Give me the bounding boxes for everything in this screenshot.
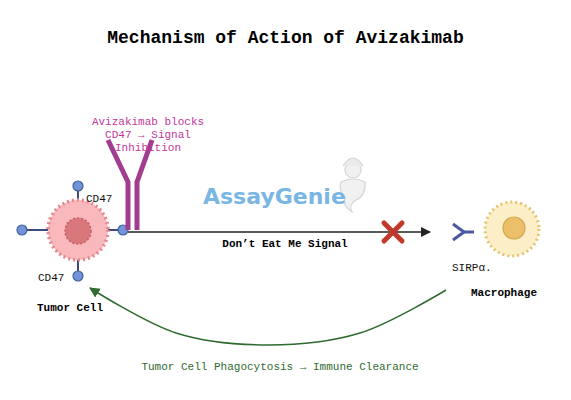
macrophage-body (485, 202, 539, 256)
cd47-receptor (17, 225, 27, 235)
macrophage-symbol (485, 202, 539, 256)
watermark: AssayGenie (203, 184, 346, 210)
tumor-cell-body (48, 200, 108, 260)
connector-arrow (90, 288, 446, 345)
edge-label: Don’t Eat Me Signal (185, 238, 385, 251)
tumor-cell-symbol (17, 181, 128, 281)
tumor-nucleus (65, 218, 91, 244)
sirpa-fork (453, 224, 464, 240)
cd47-stalk (24, 229, 49, 231)
edge-label: Tumor Cell Phagocytosis → Immune Clearan… (80, 361, 480, 374)
block-cross (384, 223, 402, 241)
antibody-note: Avizakimab blocks CD47 → Signal Inhibiti… (88, 116, 208, 155)
cell-label: Macrophage (464, 287, 544, 300)
connector-arrow (128, 231, 430, 233)
receptor-label: CD47 (86, 193, 112, 206)
connector-layer (90, 232, 446, 345)
sirpa-stalk (464, 231, 474, 234)
sirpa-receptor-symbol (453, 224, 474, 240)
cell-label: Tumor Cell (20, 302, 120, 315)
cross-stroke (384, 223, 402, 241)
genie-turban (343, 158, 363, 166)
cross-stroke (384, 223, 402, 241)
cd47-receptor (73, 181, 83, 191)
macrophage-node: Macrophage (430, 195, 548, 290)
receptor-label: SIRPα. (452, 262, 492, 275)
diagram-title: Mechanism of Action of Avizakimab (0, 27, 571, 49)
macrophage-nucleus (503, 217, 525, 239)
cd47-receptor (73, 271, 83, 281)
receptor-label: CD47 (38, 272, 64, 285)
